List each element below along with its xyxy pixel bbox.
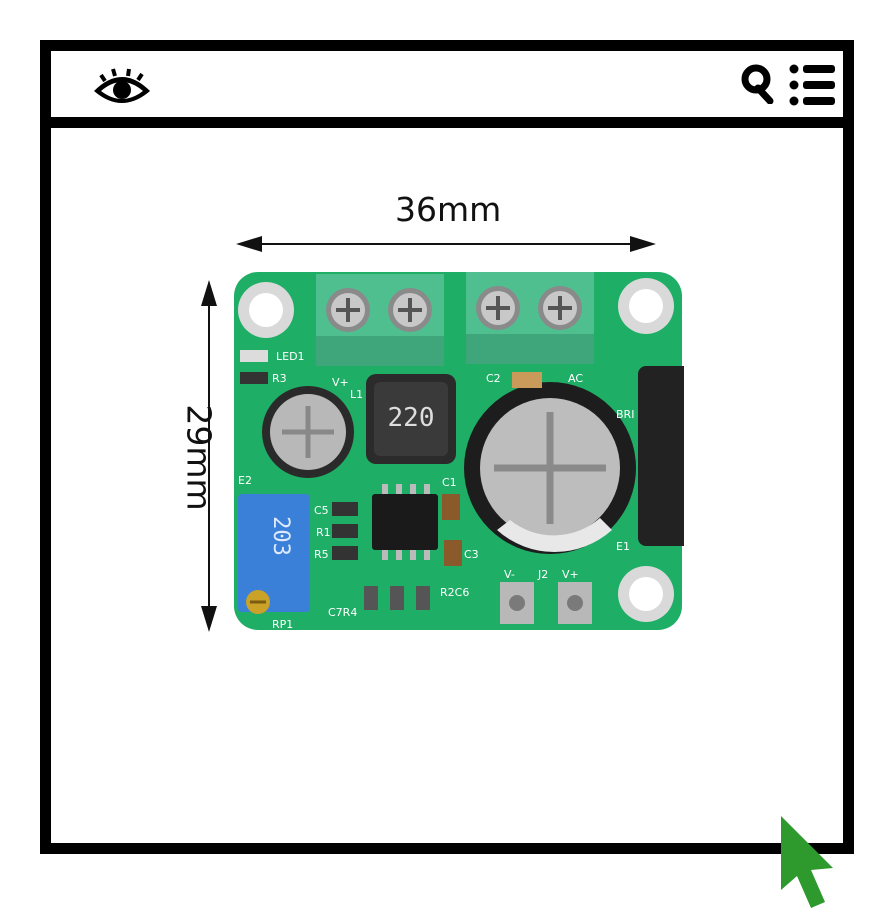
- silk-e2: E2: [238, 474, 252, 487]
- silk-c1: C1: [442, 476, 457, 489]
- regulator-ic: [372, 484, 438, 560]
- capacitor-e2: [262, 386, 354, 478]
- smd-c7: [364, 586, 378, 610]
- smd-r4: [390, 586, 404, 610]
- silk-c2: C2: [486, 372, 501, 385]
- eye-icon[interactable]: [91, 65, 153, 109]
- svg-text:203: 203: [268, 516, 293, 556]
- search-icon[interactable]: [741, 64, 775, 104]
- bridge-rectifier: [638, 366, 684, 546]
- smd-r2: [416, 586, 430, 610]
- terminal-block-right: [466, 272, 594, 364]
- output-pad-minus: [500, 582, 534, 624]
- terminal-block-left: [316, 274, 444, 366]
- silk-c3: C3: [464, 548, 479, 561]
- silk-led1: LED1: [276, 350, 305, 363]
- mounting-hole-top-right: [618, 278, 674, 334]
- silk-c7r4: C7R4: [328, 606, 357, 619]
- silk-v-plus-in: V+: [332, 376, 349, 389]
- silk-r1: R1: [316, 526, 331, 539]
- silk-c5: C5: [314, 504, 329, 517]
- led1: [240, 350, 268, 362]
- silk-v-plus-out: V+: [562, 568, 579, 581]
- silk-r5: R5: [314, 548, 329, 561]
- silk-r2c6: R2C6: [440, 586, 469, 599]
- power-module-pcb: 220 203 V+ AC LED1 R3: [234, 272, 684, 631]
- svg-text:220: 220: [388, 403, 435, 433]
- toolbar: [51, 51, 843, 128]
- smd-r3: [240, 372, 268, 384]
- output-pad-plus: [558, 582, 592, 624]
- smd-c2: [512, 372, 542, 388]
- silk-l1: L1: [350, 388, 363, 401]
- list-menu-icon[interactable]: [789, 63, 835, 109]
- silk-ac: AC: [568, 372, 583, 385]
- capacitor-e1: [464, 382, 636, 554]
- silk-r3: R3: [272, 372, 287, 385]
- silk-j2: J2: [537, 568, 548, 581]
- silk-v-minus: V-: [504, 568, 515, 581]
- silk-rp1: RP1: [272, 618, 293, 631]
- silk-e1: E1: [616, 540, 630, 553]
- mounting-hole-bottom-right: [618, 566, 674, 622]
- silk-bri: BRI: [616, 408, 634, 421]
- width-dimension-label: 36mm: [395, 190, 502, 229]
- smd-c1: [442, 494, 460, 520]
- smd-c5: [332, 502, 358, 516]
- smd-c3: [444, 540, 462, 566]
- smd-r1: [332, 524, 358, 538]
- mounting-hole-top-left: [238, 282, 294, 338]
- inductor-l1: 220: [366, 374, 456, 464]
- trimmer-potentiometer: 203: [238, 494, 310, 614]
- cursor-arrow-icon: [781, 816, 833, 908]
- smd-r5: [332, 546, 358, 560]
